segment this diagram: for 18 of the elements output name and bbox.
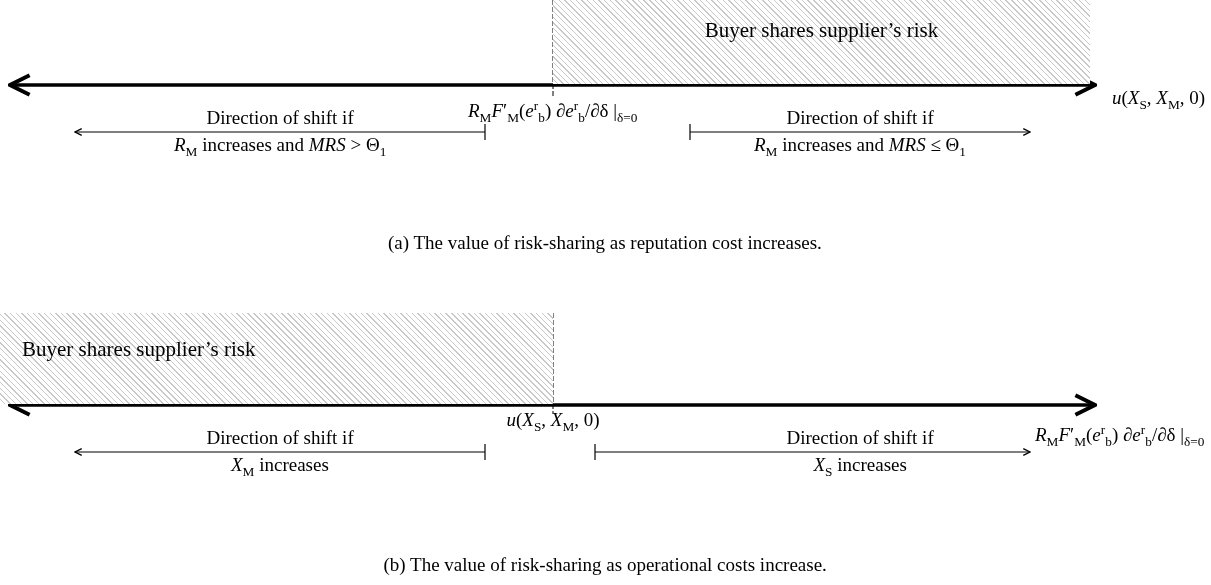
formula-label: u(X$_{S}$, X$_{M}$, 0) (1112, 88, 1206, 113)
direction-text: Direction of shift if (206, 107, 354, 129)
direction-text: Direction of shift if (786, 427, 934, 449)
hatched-region (0, 313, 553, 404)
region-label: Buyer shares supplier’s risk (704, 18, 939, 43)
formula-label: u(X$_{S}$, X$_{M}$, 0) (506, 410, 600, 435)
formula-label: R$_{M}$F′$_{M}$(e$^{r}$$_{b}$) ∂e$^{r}$$_{b}$/∂δ |$_{δ=0}$ (1035, 422, 1205, 450)
figure-caption: (b) The value of risk-sharing as operational costs increase. (383, 554, 827, 576)
direction-text: R$_{M}$ increases and MRS > Θ$_{1}$ (174, 135, 387, 160)
figure-caption: (a) The value of risk-sharing as reputation cost increases. (388, 232, 822, 254)
hatched-region (553, 0, 1090, 84)
direction-text: X$_{M}$ increases (231, 455, 329, 480)
direction-text: Direction of shift if (206, 427, 354, 449)
direction-text: R$_{M}$ increases and MRS ≤ Θ$_{1}$ (754, 135, 966, 160)
formula-label: R$_{M}$F′$_{M}$(e$^{r}$$_{b}$) ∂e$^{r}$$_{b}$/∂δ |$_{δ=0}$ (468, 98, 638, 126)
region-label: Buyer shares supplier’s risk (22, 337, 256, 362)
direction-text: X$_{S}$ increases (813, 455, 907, 480)
direction-text: Direction of shift if (786, 107, 934, 129)
